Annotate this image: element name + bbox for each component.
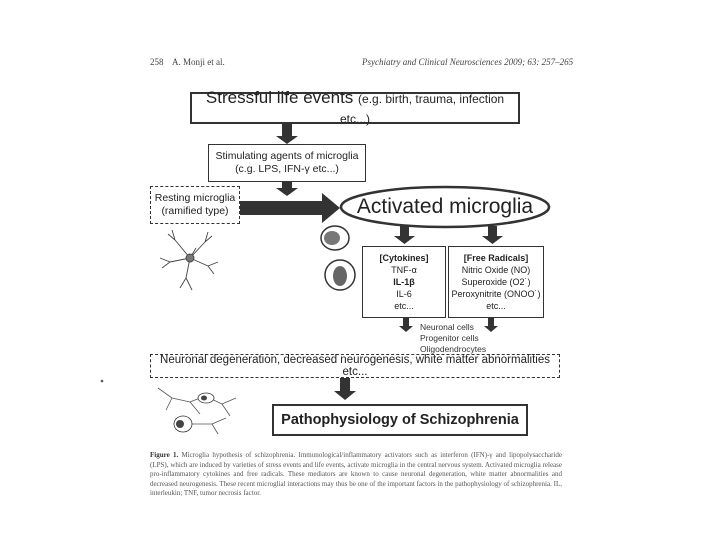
figure-caption-label: Figure 1. <box>150 451 179 459</box>
arrow-to-targets-left <box>399 318 413 332</box>
resting-microglia-line2: (ramified type) <box>161 205 229 217</box>
ramified-microglia-icon <box>159 229 219 291</box>
arrow-to-radicals <box>482 226 503 244</box>
figure-caption: Figure 1. Microglia hypothesis of schizo… <box>150 451 562 499</box>
stress-events-title: Stressful life events <box>205 88 354 107</box>
amoeboid-microglia-icon <box>320 225 356 291</box>
free-radical-item: Peroxynitrite (ONOO˙) <box>451 289 541 299</box>
arrow-stress-to-agents <box>276 124 298 144</box>
cytokine-item: IL-6 <box>396 289 412 299</box>
free-radical-item: Nitric Oxide (NO) <box>461 265 531 275</box>
pathophysiology-box: Pathophysiology of Schizophrenia <box>272 404 528 436</box>
free-radical-item: Superoxide (O2˙) <box>461 277 531 287</box>
cytokine-item: etc... <box>394 301 414 311</box>
free-radical-item: etc... <box>486 301 506 311</box>
target-cell-item: Progenitor cells <box>420 333 479 343</box>
neuronal-degeneration-box: Neuronal degeneration, decreased neuroge… <box>150 354 560 378</box>
arrow-resting-to-activated <box>240 193 340 223</box>
stress-events-detail: (e.g. birth, trauma, infection etc...) <box>339 92 505 126</box>
neuron-sketch-icon <box>157 387 237 435</box>
resting-microglia-line1: Resting microglia <box>154 192 236 204</box>
stray-mark <box>100 379 104 383</box>
stimulating-agents-line2: (c.g. LPS, IFN-γ etc...) <box>235 163 339 175</box>
arrow-to-targets-right <box>484 318 498 332</box>
resting-microglia-box: Resting microglia (ramified type) <box>150 186 240 224</box>
neuronal-degeneration-text: Neuronal degeneration, decreased neuroge… <box>160 354 550 378</box>
arrow-to-cytokines <box>394 226 415 244</box>
arrow-to-pathophysiology <box>334 378 356 400</box>
cytokine-item: TNF-α <box>391 265 417 275</box>
target-cell-item: Oligodendrocytes <box>420 344 487 354</box>
free-radicals-title: [Free Radicals] <box>463 253 529 263</box>
stress-events-box: Stressful life events (e.g. birth, traum… <box>190 88 520 126</box>
target-cells-list: Neuronal cells Progenitor cells Oligoden… <box>420 322 486 355</box>
figure-caption-text: Microglia hypothesis of schizophrenia. I… <box>150 451 562 498</box>
page-number: 258 <box>150 57 164 67</box>
activated-microglia-label: Activated microglia <box>356 195 534 218</box>
target-cell-item: Neuronal cells <box>420 322 474 332</box>
stimulating-agents-box: Stimulating agents of microglia (c.g. LP… <box>208 144 366 182</box>
stimulating-agents-line1: Stimulating agents of microglia <box>215 150 359 162</box>
activated-microglia-ellipse <box>339 185 551 229</box>
arrow-agents-to-activated <box>276 182 298 196</box>
cytokines-title: [Cytokines] <box>379 253 429 263</box>
journal-line: Psychiatry and Clinical Neurosciences 20… <box>362 57 574 67</box>
cytokines-box: [Cytokines] TNF-α IL-1β IL-6 etc... <box>362 246 446 318</box>
free-radicals-box: [Free Radicals] Nitric Oxide (NO) Supero… <box>448 246 544 318</box>
cytokine-item: IL-1β <box>393 277 415 287</box>
author-line: A. Monji et al. <box>172 57 225 67</box>
pathophysiology-text: Pathophysiology of Schizophrenia <box>281 412 519 428</box>
